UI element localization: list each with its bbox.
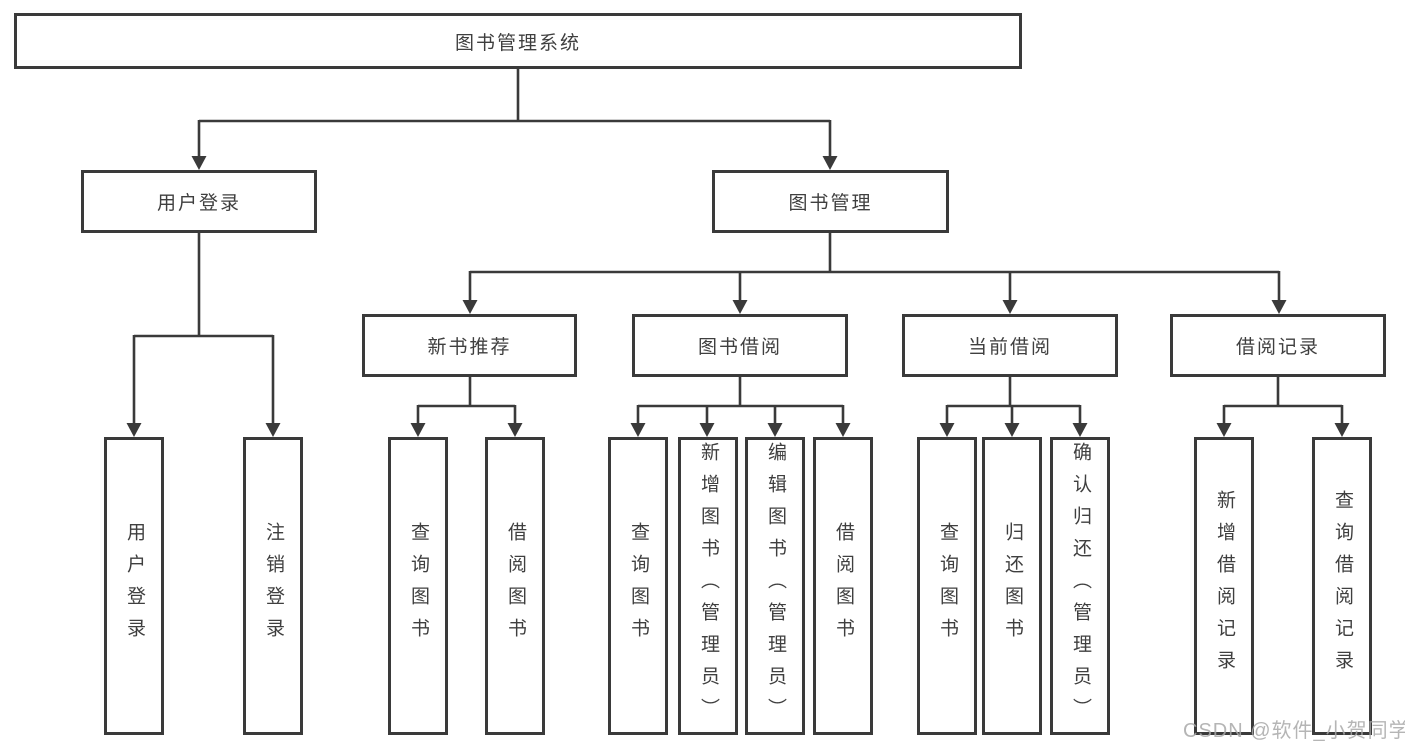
arrowheads <box>126 156 1350 437</box>
node-leaf-query-books-recommend: 查询图书 <box>388 437 448 735</box>
connector-book-mgmt-children <box>468 233 1281 301</box>
node-leaf-add-books-admin: 新增图书（管理员） <box>678 437 738 735</box>
connector-current-borrow-children <box>945 377 1082 424</box>
node-root-system: 图书管理系统 <box>14 13 1022 69</box>
node-user-login: 用户登录 <box>81 170 317 233</box>
node-leaf-user-login: 用户登录 <box>104 437 164 735</box>
connector-borrow-records-children <box>1222 377 1344 424</box>
node-leaf-borrow-books-recommend: 借阅图书 <box>485 437 545 735</box>
node-leaf-logout: 注销登录 <box>243 437 303 735</box>
connector-user-login-children <box>132 233 275 424</box>
node-leaf-confirm-return-admin: 确认归还（管理员） <box>1050 437 1110 735</box>
node-leaf-borrow-books: 借阅图书 <box>813 437 873 735</box>
node-book-borrowing: 图书借阅 <box>632 314 848 377</box>
node-book-management: 图书管理 <box>712 170 949 233</box>
node-leaf-add-borrow-record: 新增借阅记录 <box>1194 437 1254 735</box>
node-leaf-query-borrow-record: 查询借阅记录 <box>1312 437 1372 735</box>
connector-book-borrow-children <box>636 377 845 424</box>
node-leaf-return-books: 归还图书 <box>982 437 1042 735</box>
node-leaf-edit-books-admin: 编辑图书（管理员） <box>745 437 805 735</box>
node-leaf-query-books-current: 查询图书 <box>917 437 977 735</box>
node-borrowing-records: 借阅记录 <box>1170 314 1386 377</box>
csdn-watermark: CSDN @软件_小贺同学 <box>1183 720 1405 742</box>
node-new-book-recommend: 新书推荐 <box>362 314 577 377</box>
node-current-borrowing: 当前借阅 <box>902 314 1118 377</box>
connector-root-to-level1 <box>197 68 832 157</box>
connector-new-books-children <box>416 377 517 424</box>
node-leaf-query-books-borrow: 查询图书 <box>608 437 668 735</box>
